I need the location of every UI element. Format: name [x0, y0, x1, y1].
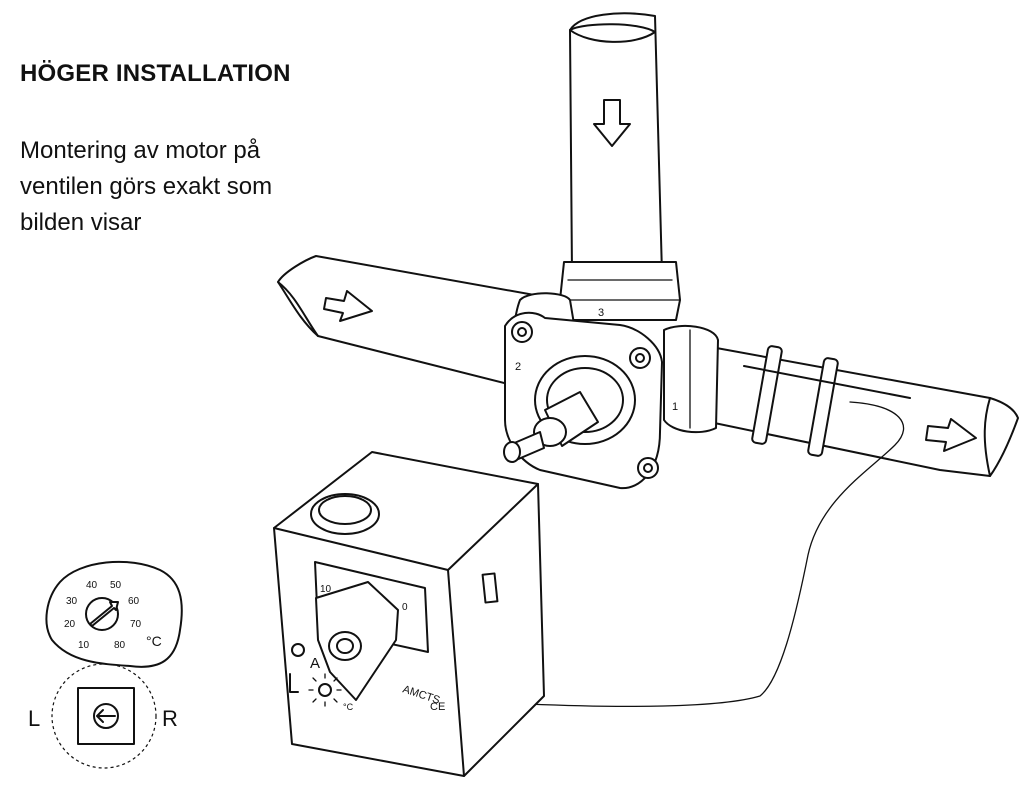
hand-icon [289, 673, 299, 693]
instruction-line: bilden visar [20, 209, 142, 236]
scale-label: 60 [128, 596, 140, 607]
scale-label: 20 [64, 619, 76, 630]
scale-label: 80 [114, 640, 126, 651]
scale-mark-10: 10 [320, 584, 332, 595]
mode-label: A [310, 655, 320, 672]
scale-label: 10 [78, 640, 90, 651]
scale-label: 50 [110, 580, 122, 591]
direction-right-label: R [162, 706, 178, 731]
ce-mark: CE [430, 701, 445, 713]
mode-switch-icon [291, 643, 305, 657]
sensor-cable [527, 401, 905, 708]
arrow-left-icon [96, 709, 116, 723]
instruction-line: ventilen görs exakt som [20, 173, 273, 200]
thermostat-unit: °C [146, 633, 162, 649]
port-label-1: 1 [672, 401, 678, 413]
thermostat-dial-inset: 10 20 30 40 50 60 70 80 °C [45, 560, 183, 668]
direction-selector-inset: L R [28, 663, 178, 769]
scale-label: 70 [130, 619, 142, 630]
sun-icon [308, 673, 342, 707]
flow-arrow-out [925, 418, 977, 452]
instruction-line: Montering av motor på [20, 137, 261, 164]
direction-left-label: L [28, 706, 40, 731]
flow-arrow-down [593, 99, 631, 147]
scale-label: 40 [86, 580, 98, 591]
mixing-valve: 3 1 2 [503, 261, 719, 490]
knob-pointer-arrow [89, 601, 119, 627]
outlet-pipe-right [699, 344, 1019, 477]
scale-mark-0: 0 [402, 602, 408, 613]
flow-arrow-in [323, 290, 373, 322]
mounting-instruction: Montering av motor på ventilen görs exak… [20, 133, 350, 241]
inlet-pipe-left [277, 255, 541, 387]
actuator-temp-unit: °C [343, 702, 354, 712]
port-label-2: 2 [515, 361, 521, 373]
actuator-motor: 10 0 A °C AMCTS CE [273, 451, 545, 777]
vertical-pipe [569, 12, 663, 275]
page-heading: HÖGER INSTALLATION [20, 60, 291, 87]
scale-label: 30 [66, 596, 78, 607]
port-label-3: 3 [598, 307, 604, 319]
